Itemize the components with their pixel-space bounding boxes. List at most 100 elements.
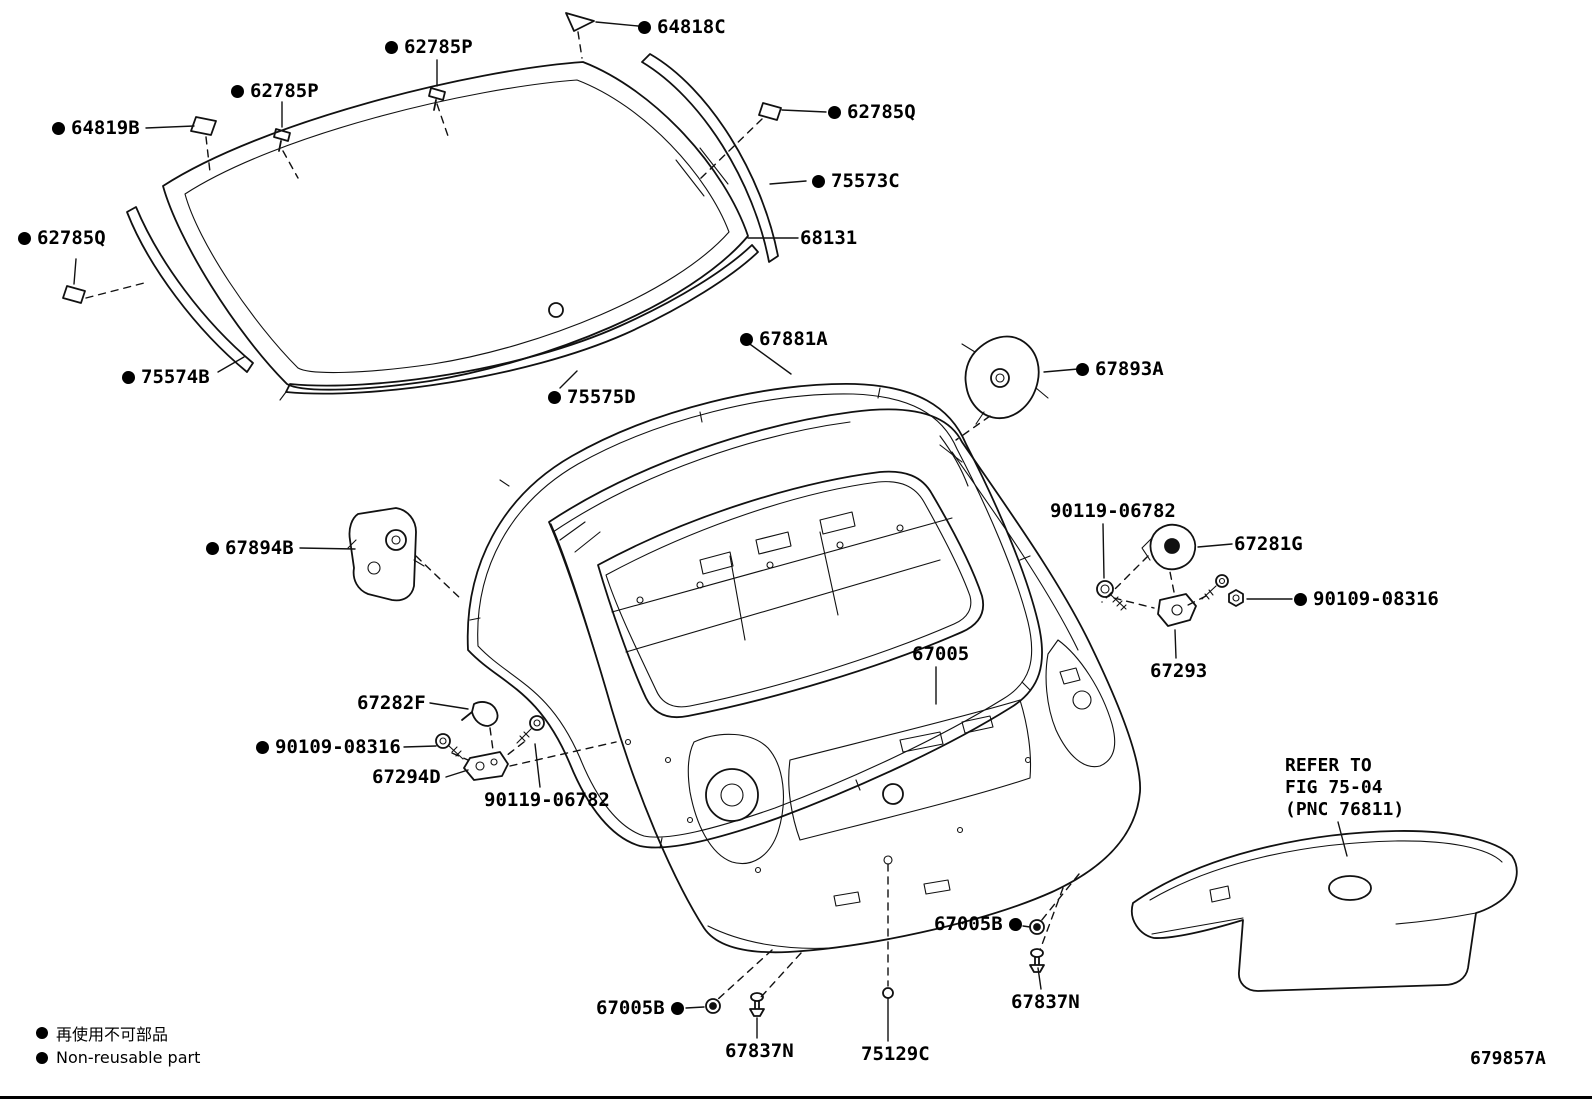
non-reusable-bullet-icon [1294, 592, 1307, 606]
part-label-90119-06782-left[interactable]: 90119-06782 [484, 789, 610, 811]
non-reusable-bullet-icon [122, 370, 135, 384]
bracket-67893A [962, 337, 1048, 424]
non-reusable-bullet-icon [206, 541, 219, 555]
part-number-text: 75574B [141, 366, 210, 388]
cushion-75129C [883, 988, 893, 998]
part-label-64818C[interactable]: 64818C [638, 16, 726, 38]
part-label-64819B[interactable]: 64819B [52, 117, 140, 139]
non-reusable-bullet-icon [548, 390, 561, 404]
part-label-68131[interactable]: 68131 [800, 227, 857, 249]
diagram-code: 679857A [1470, 1048, 1546, 1069]
bolt-90119-06782-left [517, 716, 544, 743]
part-label-67837N-right[interactable]: 67837N [1011, 991, 1080, 1013]
part-number-text: 67837N [1011, 991, 1080, 1013]
non-reusable-bullet-icon [256, 740, 269, 754]
non-reusable-bullet-icon [740, 332, 753, 346]
part-number-text: 67005B [596, 997, 665, 1019]
part-number-text: 67281G [1234, 533, 1303, 555]
part-number-text: 75129C [861, 1043, 930, 1065]
part-number-text: 62785P [404, 36, 473, 58]
clip-62785Q-right [759, 103, 781, 120]
bracket-67293 [1158, 594, 1196, 626]
part-label-75574B[interactable]: 75574B [122, 366, 210, 388]
part-number-text: 64818C [657, 16, 726, 38]
part-number-text: 90119-06782 [484, 789, 610, 811]
part-label-67893A[interactable]: 67893A [1076, 358, 1164, 380]
legend-text-jp: 再使用不可部品 [56, 1024, 169, 1044]
part-number-text: 67894B [225, 537, 294, 559]
part-number-text: 67294D [372, 766, 441, 788]
bottom-border [0, 1096, 1592, 1099]
part-number-text: 67005 [912, 643, 970, 665]
part-label-90109-08316-right[interactable]: 90109-08316 [1294, 588, 1439, 610]
part-number-text: 90119-06782 [1050, 500, 1176, 522]
bracket-67294D [464, 752, 508, 780]
nut-90109-08316-right [1229, 590, 1243, 606]
non-reusable-bullet-icon [52, 121, 65, 135]
legend-row-en: Non-reusable part [36, 1045, 200, 1070]
clip-67282F [462, 702, 498, 726]
non-reusable-bullet-icon [638, 20, 651, 34]
part-number-text: 75575D [567, 386, 636, 408]
non-reusable-bullet-icon [36, 1051, 48, 1064]
part-label-67894B[interactable]: 67894B [206, 537, 294, 559]
part-number-text: 67837N [725, 1040, 794, 1062]
clip-62785P-1 [429, 88, 445, 110]
part-number-text: 67005B [934, 913, 1003, 935]
part-number-text: 75573C [831, 170, 900, 192]
part-label-90119-06782-right[interactable]: 90119-06782 [1050, 500, 1176, 522]
refer-note-line2: FIG 75-04 [1285, 777, 1383, 798]
part-label-67005B-left[interactable]: 67005B [596, 997, 684, 1019]
weatherstrip-75575D [280, 245, 758, 400]
non-reusable-bullet-icon [670, 1001, 684, 1015]
non-reusable-bullet-icon [231, 84, 244, 98]
part-label-62785Q-right[interactable]: 62785Q [828, 101, 916, 123]
clip-62785P-2 [274, 129, 290, 151]
part-number-text: 62785Q [37, 227, 106, 249]
part-label-90109-08316-left[interactable]: 90109-08316 [256, 736, 401, 758]
part-number-text: 67293 [1150, 660, 1208, 682]
dashed-assembly-lines [86, 32, 1206, 1000]
tailgate-panel-67005 [549, 409, 1140, 952]
clip-67837N-right [1030, 949, 1044, 972]
legend: 再使用不可部品 Non-reusable part [36, 1020, 200, 1070]
weatherstrip-75574B [127, 207, 253, 372]
part-label-67837N-bottom[interactable]: 67837N [725, 1040, 794, 1062]
legend-text-en: Non-reusable part [56, 1048, 201, 1067]
part-number-text: 67893A [1095, 358, 1164, 380]
part-number-text: 62785P [250, 80, 319, 102]
part-label-67282F[interactable]: 67282F [357, 692, 426, 714]
part-label-75129C[interactable]: 75129C [861, 1043, 930, 1065]
part-number-text: 67881A [759, 328, 828, 350]
part-label-67294D[interactable]: 67294D [372, 766, 441, 788]
part-number-text: 67282F [357, 692, 426, 714]
part-label-67281G[interactable]: 67281G [1234, 533, 1303, 555]
leader-lines [74, 22, 1347, 1041]
grommet-67005B-left [706, 999, 720, 1013]
non-reusable-bullet-icon [812, 174, 825, 188]
refer-note-line3: (PNC 76811) [1285, 799, 1405, 820]
non-reusable-bullet-icon [828, 105, 841, 119]
weatherstrip-75573C [642, 54, 778, 262]
part-label-67005[interactable]: 67005 [912, 643, 969, 665]
refer-note-line1: REFER TO [1285, 755, 1372, 776]
part-label-67293[interactable]: 67293 [1150, 660, 1207, 682]
part-number-text: 90109-08316 [275, 736, 401, 758]
part-label-67881A[interactable]: 67881A [740, 328, 828, 350]
refer-note: REFER TO FIG 75-04 (PNC 76811) [1285, 755, 1404, 821]
part-label-67005B-right[interactable]: 67005B [934, 913, 1022, 935]
part-number-text: 64819B [71, 117, 140, 139]
part-label-75575D[interactable]: 75575D [548, 386, 636, 408]
non-reusable-bullet-icon [36, 1026, 48, 1039]
part-label-75573C[interactable]: 75573C [812, 170, 900, 192]
part-number-text: 68131 [800, 227, 858, 249]
non-reusable-bullet-icon [1076, 362, 1089, 376]
part-label-62785P-2[interactable]: 62785P [231, 80, 319, 102]
part-number-text: 62785Q [847, 101, 916, 123]
non-reusable-bullet-icon [385, 40, 398, 54]
part-label-62785P-1[interactable]: 62785P [385, 36, 473, 58]
part-label-62785Q-left[interactable]: 62785Q [18, 227, 106, 249]
